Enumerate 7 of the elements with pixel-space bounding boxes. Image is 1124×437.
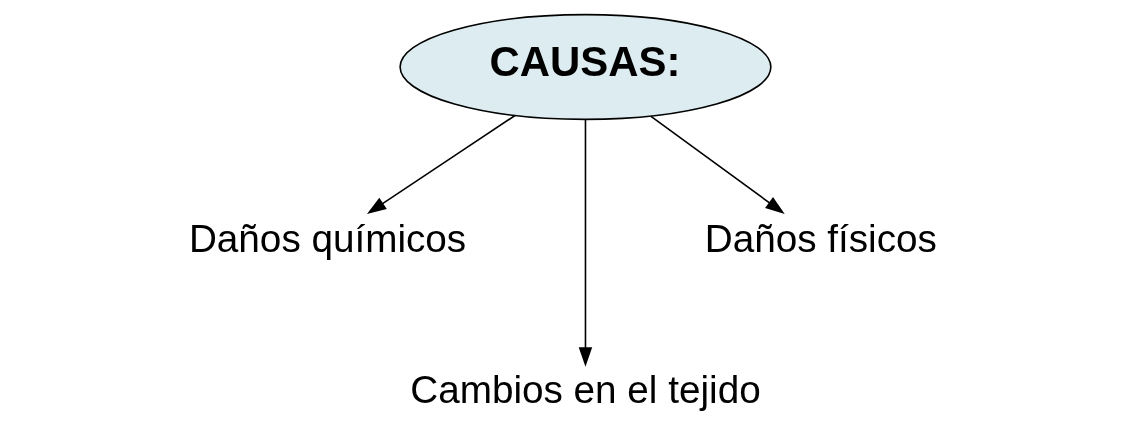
arrow (649, 115, 785, 214)
arrow (578, 119, 592, 367)
node-ellipse: CAUSAS: (398, 13, 772, 121)
node-text: Daños químicos (188, 216, 466, 260)
node-text: Cambios en el tejido (409, 368, 761, 412)
arrow (366, 114, 516, 215)
node-text: Daños físicos (704, 216, 937, 260)
